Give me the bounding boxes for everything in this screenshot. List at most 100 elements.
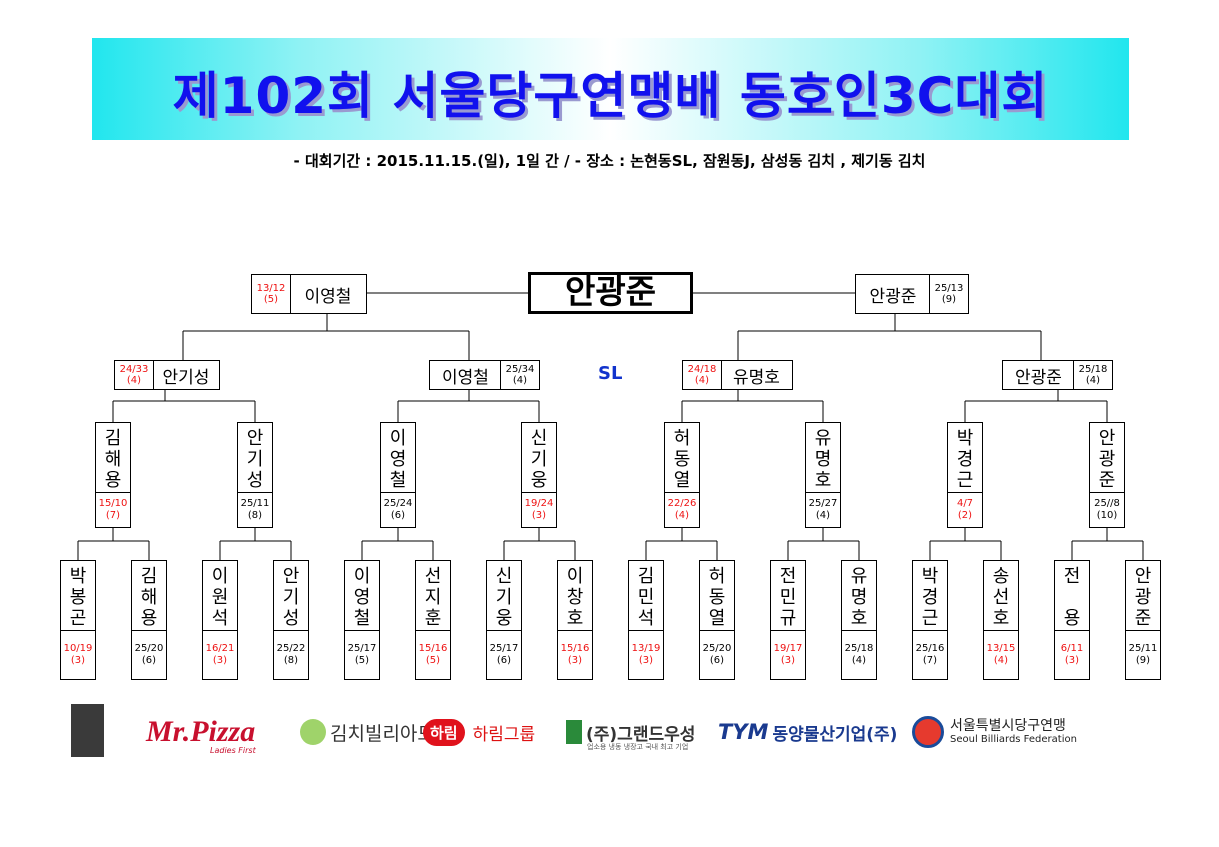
sponsor-federation: 서울특별시당구연맹 Seoul Billiards Federation [912, 712, 1077, 752]
name-char: 준 [1098, 469, 1116, 491]
name-char: 기 [530, 448, 548, 470]
inning-value: (3) [567, 655, 583, 666]
name-char: 전 [779, 565, 797, 587]
match-score: 6/11(3) [1055, 630, 1089, 679]
score-value: 13/15 [986, 643, 1016, 654]
name-char: 열 [708, 607, 726, 629]
name-char: 이 [211, 565, 229, 587]
match-score: 25/11(9) [1126, 630, 1160, 679]
sponsor-tym: TYM 동양물산기업(주) [718, 712, 897, 752]
inning-value: (4) [512, 375, 528, 386]
player-name: 안광준 [869, 286, 917, 307]
score-value: 19/24 [524, 498, 554, 509]
name-char: 경 [956, 448, 974, 470]
score-value: 6/11 [1060, 643, 1084, 654]
name-char: 웅 [530, 469, 548, 491]
score-value: 25/27 [808, 498, 838, 509]
name-char: 이 [353, 565, 371, 587]
name-char: 명 [814, 448, 832, 470]
player-name: 이영철 [304, 286, 352, 307]
inning-value: (4) [674, 510, 690, 521]
score-value: 4/7 [956, 498, 974, 509]
name-char: 호 [992, 607, 1010, 629]
inning-value: (4) [694, 375, 710, 386]
name-char: 선 [424, 565, 442, 587]
sponsor-placeholder [71, 704, 104, 757]
name-char: 유 [850, 565, 868, 587]
page-title: 제102회 서울당구연맹배 동호인3C대회 [172, 67, 1049, 125]
score-value: 19/17 [773, 643, 803, 654]
score-value: 10/19 [63, 643, 93, 654]
kimchi-icon [300, 719, 326, 745]
harim-logo: 하림 [423, 718, 465, 746]
score-value: 25/16 [915, 643, 945, 654]
name-char: 김 [140, 565, 158, 587]
grand-icon [566, 720, 582, 744]
name-char: 철 [353, 607, 371, 629]
score-value: 25/11 [240, 498, 270, 509]
match-score: 25/17(5) [345, 630, 379, 679]
inning-value: (8) [283, 655, 299, 666]
name-char: 성 [282, 607, 300, 629]
tym-label: 동양물산기업(주) [772, 724, 898, 745]
name-char: 훈 [424, 607, 442, 629]
sponsor-kimchi: 김치빌리아드 [300, 712, 435, 752]
name-char [1055, 587, 1089, 608]
name-char: 규 [779, 607, 797, 629]
name-char: 창 [566, 586, 584, 608]
match-score: 19/17(3) [771, 630, 805, 679]
match-score: 25/27(4) [806, 492, 840, 527]
player-name: 안광준 [1015, 367, 1062, 388]
score-value: 15/10 [98, 498, 128, 509]
match-score: 19/24(3) [522, 492, 556, 527]
player-name: 이영철 [442, 367, 489, 388]
score-value: 25/34 [505, 364, 535, 375]
name-char: 영 [353, 586, 371, 608]
score-value: 15/16 [560, 643, 590, 654]
name-char: 석 [637, 607, 655, 629]
inning-value: (9) [941, 294, 957, 305]
match-score: 13/19(3) [629, 630, 663, 679]
sponsor-grand: (주)그랜드우성 업소용 냉동 냉장고 국내 최고 기업 [566, 712, 695, 752]
score-value: 25//8 [1094, 498, 1120, 509]
tym-logo: TYM [718, 720, 769, 744]
inning-value: (3) [531, 510, 547, 521]
name-char: 기 [282, 586, 300, 608]
name-char: 선 [992, 586, 1010, 608]
name-char: 원 [211, 586, 229, 608]
name-char: 민 [779, 586, 797, 608]
name-char: 호 [850, 607, 868, 629]
score-value: 24/33 [119, 364, 149, 375]
name-char: 용 [104, 469, 122, 491]
match-score: 25/24(6) [381, 492, 415, 527]
score-value: 16/21 [205, 643, 235, 654]
name-char: 기 [246, 448, 264, 470]
federation-label: 서울특별시당구연맹 [950, 718, 1066, 734]
inning-value: (3) [1064, 655, 1080, 666]
inning-value: (2) [957, 510, 973, 521]
name-char: 근 [921, 607, 939, 629]
score-value: 22/26 [667, 498, 697, 509]
